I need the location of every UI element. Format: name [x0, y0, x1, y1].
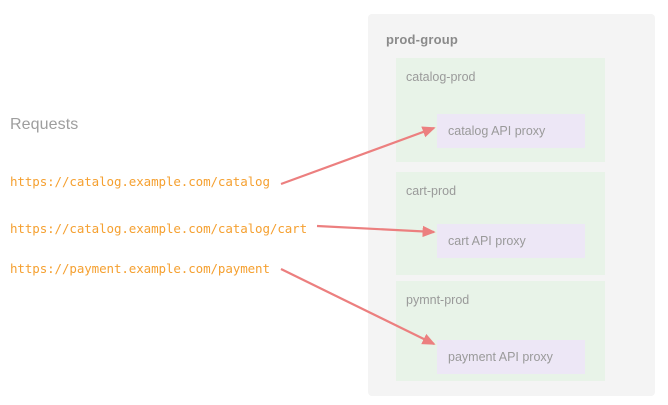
proxy-label-payment-api-proxy: payment API proxy [448, 350, 553, 364]
request-url-payment: https://payment.example.com/payment [10, 261, 270, 276]
subgroup-cart-prod: cart-prod cart API proxy [396, 172, 605, 275]
proxy-box-payment-api-proxy: payment API proxy [437, 340, 585, 374]
subgroup-title-cart-prod: cart-prod [406, 184, 457, 198]
proxy-box-catalog-api-proxy: catalog API proxy [437, 114, 585, 148]
proxy-box-cart-api-proxy: cart API proxy [437, 224, 585, 258]
proxy-label-catalog-api-proxy: catalog API proxy [448, 124, 546, 138]
subgroup-title-pymnt-prod: pymnt-prod [406, 293, 470, 307]
proxy-label-cart-api-proxy: cart API proxy [448, 234, 526, 248]
subgroup-catalog-prod: catalog-prod catalog API proxy [396, 58, 605, 162]
subgroup-title-catalog-prod: catalog-prod [406, 70, 476, 84]
request-url-cart: https://catalog.example.com/catalog/cart [10, 221, 308, 236]
requests-heading: Requests [10, 116, 79, 133]
group-title: prod-group [386, 32, 459, 47]
request-url-catalog: https://catalog.example.com/catalog [10, 174, 270, 189]
group-panel-prod-group: prod-group catalog-prod catalog API prox… [368, 14, 655, 396]
subgroup-pymnt-prod: pymnt-prod payment API proxy [396, 281, 605, 381]
